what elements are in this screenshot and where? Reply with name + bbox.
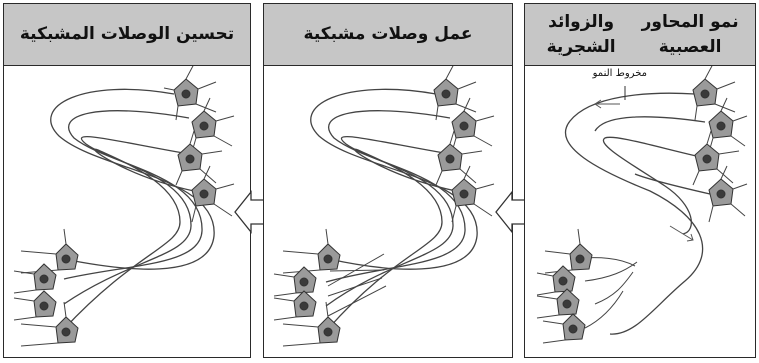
panel-refine-synapses: تحسين الوصلات المشبكية	[3, 3, 251, 358]
diagram-growth	[536, 66, 748, 344]
neuron	[435, 130, 483, 186]
neuron	[433, 66, 477, 121]
neuron	[708, 165, 748, 223]
neuron	[273, 266, 317, 297]
diagram-refined	[13, 66, 235, 347]
neuron	[544, 228, 593, 274]
diagram-form	[273, 66, 495, 347]
neuron	[542, 313, 586, 344]
panel-axon-growth: نمو المحاور العصبية والزوائد الشجرية	[524, 3, 756, 358]
neuron	[692, 130, 740, 186]
neuron	[175, 130, 223, 186]
top-neurons	[692, 66, 748, 223]
panel-title-refine: تحسين الوصلات المشبكية	[4, 4, 250, 66]
neuron	[163, 66, 217, 121]
neuron	[273, 290, 317, 321]
neuron	[20, 228, 79, 274]
panel-title-growth: نمو المحاور العصبية والزوائد الشجرية	[525, 4, 755, 66]
neuron	[282, 301, 341, 347]
neuron	[191, 97, 235, 153]
neuron	[536, 265, 576, 296]
bottom-neurons	[273, 228, 341, 347]
panel-form-synapses: عمل وصلات مشبكية	[263, 3, 513, 358]
neuron	[708, 97, 748, 153]
neuron	[451, 165, 495, 223]
neuron	[692, 66, 736, 121]
arrow-left-1	[234, 190, 266, 234]
panel-title-form: عمل وصلات مشبكية	[264, 4, 512, 66]
neuron	[13, 263, 57, 294]
neuron	[20, 301, 79, 347]
neuron	[282, 228, 341, 274]
growth-cone-arrows	[594, 99, 694, 242]
neuron	[451, 97, 495, 153]
axon-bundle	[564, 92, 711, 335]
top-neurons	[433, 66, 495, 223]
panel-title-line2: والزوائد الشجرية	[546, 11, 616, 57]
growth-cone-label: مخروط النمو	[592, 68, 647, 79]
axon-bundle	[310, 88, 478, 330]
panel-title-line1: نمو المحاور العصبية	[641, 11, 739, 57]
neuron	[536, 288, 580, 319]
neuron	[191, 165, 235, 223]
neuron	[13, 290, 57, 321]
bottom-neurons	[13, 228, 79, 347]
top-neurons	[163, 66, 235, 223]
axon-bundle	[50, 88, 215, 330]
arrow-left-2	[495, 190, 527, 234]
bottom-neurons	[536, 228, 593, 344]
